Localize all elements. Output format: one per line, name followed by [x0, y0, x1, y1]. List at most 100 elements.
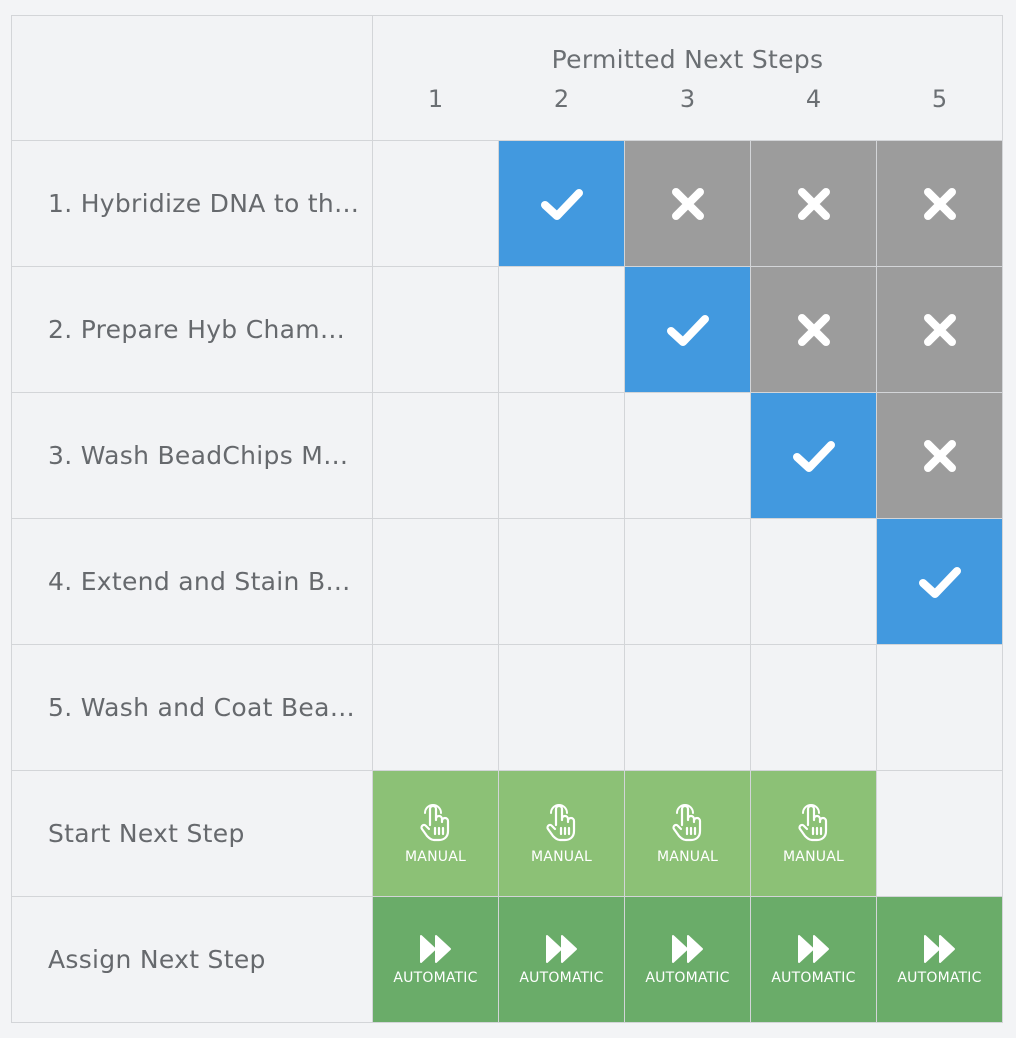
close-icon — [923, 187, 956, 220]
check-icon — [792, 440, 835, 472]
transition-cell-empty[interactable] — [625, 645, 751, 771]
hand-pointer-icon — [543, 803, 581, 843]
step-label: 1. Hybridize DNA to th… — [48, 189, 360, 218]
close-icon — [671, 187, 704, 220]
transition-cell-allowed[interactable] — [751, 393, 877, 519]
fast-forward-icon — [671, 934, 705, 964]
column-numbers: 1 2 3 4 5 — [373, 85, 1003, 113]
transition-cell-empty[interactable] — [499, 393, 625, 519]
close-icon — [923, 313, 956, 346]
transition-cell-empty[interactable] — [499, 645, 625, 771]
hand-pointer-icon — [419, 803, 449, 841]
start-next-step-label: Start Next Step — [48, 819, 245, 848]
transition-cell-empty[interactable] — [751, 645, 877, 771]
step-label-cell: 1. Hybridize DNA to th… — [12, 141, 373, 267]
column-number: 2 — [553, 85, 570, 113]
transition-cell-empty[interactable] — [625, 519, 751, 645]
hand-pointer-icon — [795, 803, 833, 843]
transition-cell-blocked[interactable] — [877, 393, 1003, 519]
fast-forward-icon — [797, 934, 829, 963]
fast-forward-icon — [419, 934, 453, 964]
transition-cell-empty[interactable] — [373, 267, 499, 393]
matrix-header-row: Permitted Next Steps 1 2 3 4 5 — [12, 16, 1003, 141]
transition-cell-empty[interactable] — [373, 141, 499, 267]
hand-pointer-icon — [669, 803, 707, 843]
step-label-cell: 4. Extend and Stain B… — [12, 519, 373, 645]
fast-forward-icon — [545, 934, 577, 963]
fast-forward-icon — [419, 934, 451, 963]
transition-cell-blocked[interactable] — [751, 141, 877, 267]
automatic-mode-button[interactable]: AUTOMATIC — [751, 897, 877, 1023]
assign-next-step-label-cell: Assign Next Step — [12, 897, 373, 1023]
column-number: 5 — [931, 85, 948, 113]
automatic-mode-button[interactable]: AUTOMATIC — [499, 897, 625, 1023]
step-label: 3. Wash BeadChips M… — [48, 441, 349, 470]
step-row: 5. Wash and Coat Bea… — [12, 645, 1003, 771]
transition-cell-empty[interactable] — [373, 645, 499, 771]
mode-label: MANUAL — [405, 848, 466, 865]
mode-label: MANUAL — [531, 848, 592, 865]
step-label-cell: 3. Wash BeadChips M… — [12, 393, 373, 519]
mode-label: MANUAL — [657, 848, 718, 865]
column-number: 1 — [427, 85, 444, 113]
step-row: 3. Wash BeadChips M… — [12, 393, 1003, 519]
close-icon — [797, 313, 830, 346]
manual-mode-button[interactable]: MANUAL — [499, 771, 625, 897]
automatic-mode-button[interactable]: AUTOMATIC — [877, 897, 1003, 1023]
fast-forward-icon — [671, 934, 703, 963]
hand-pointer-icon — [671, 803, 701, 841]
check-icon — [666, 314, 709, 346]
hand-pointer-icon — [545, 803, 575, 841]
manual-mode-button[interactable]: MANUAL — [373, 771, 499, 897]
automatic-mode-button[interactable]: AUTOMATIC — [625, 897, 751, 1023]
step-label-cell: 5. Wash and Coat Bea… — [12, 645, 373, 771]
transition-cell-blocked[interactable] — [751, 267, 877, 393]
step-row: 4. Extend and Stain B… — [12, 519, 1003, 645]
mode-label: AUTOMATIC — [897, 969, 982, 986]
transition-cell-blocked[interactable] — [877, 267, 1003, 393]
transition-cell-empty[interactable] — [499, 267, 625, 393]
mode-label: MANUAL — [783, 848, 844, 865]
empty-mode-cell — [877, 771, 1003, 897]
column-number: 3 — [679, 85, 696, 113]
transition-cell-blocked[interactable] — [625, 141, 751, 267]
transition-cell-empty[interactable] — [373, 519, 499, 645]
transition-cell-empty[interactable] — [877, 645, 1003, 771]
transition-cell-allowed[interactable] — [877, 519, 1003, 645]
transition-cell-empty[interactable] — [373, 393, 499, 519]
close-icon — [797, 187, 830, 220]
check-icon — [918, 566, 961, 598]
transition-cell-empty[interactable] — [625, 393, 751, 519]
header-corner-cell — [12, 16, 373, 141]
manual-mode-button[interactable]: MANUAL — [751, 771, 877, 897]
manual-mode-button[interactable]: MANUAL — [625, 771, 751, 897]
start-next-step-label-cell: Start Next Step — [12, 771, 373, 897]
permitted-steps-matrix: Permitted Next Steps 1 2 3 4 5 1. Hybrid… — [11, 15, 1003, 1023]
mode-label: AUTOMATIC — [393, 969, 478, 986]
step-label-cell: 2. Prepare Hyb Cham… — [12, 267, 373, 393]
close-icon — [923, 439, 956, 472]
transition-cell-empty[interactable] — [499, 519, 625, 645]
transition-cell-allowed[interactable] — [625, 267, 751, 393]
mode-label: AUTOMATIC — [519, 969, 604, 986]
step-row: 2. Prepare Hyb Cham… — [12, 267, 1003, 393]
fast-forward-icon — [797, 934, 831, 964]
fast-forward-icon — [923, 934, 955, 963]
mode-label: AUTOMATIC — [771, 969, 856, 986]
hand-pointer-icon — [417, 803, 455, 843]
column-number: 4 — [805, 85, 822, 113]
step-row: 1. Hybridize DNA to th… — [12, 141, 1003, 267]
step-label: 4. Extend and Stain B… — [48, 567, 351, 596]
transition-cell-empty[interactable] — [751, 519, 877, 645]
transition-cell-allowed[interactable] — [499, 141, 625, 267]
check-icon — [540, 188, 583, 220]
transition-cell-blocked[interactable] — [877, 141, 1003, 267]
automatic-mode-button[interactable]: AUTOMATIC — [373, 897, 499, 1023]
fast-forward-icon — [923, 934, 957, 964]
fast-forward-icon — [545, 934, 579, 964]
assign-next-step-label: Assign Next Step — [48, 945, 266, 974]
hand-pointer-icon — [797, 803, 827, 841]
step-label: 2. Prepare Hyb Cham… — [48, 315, 346, 344]
